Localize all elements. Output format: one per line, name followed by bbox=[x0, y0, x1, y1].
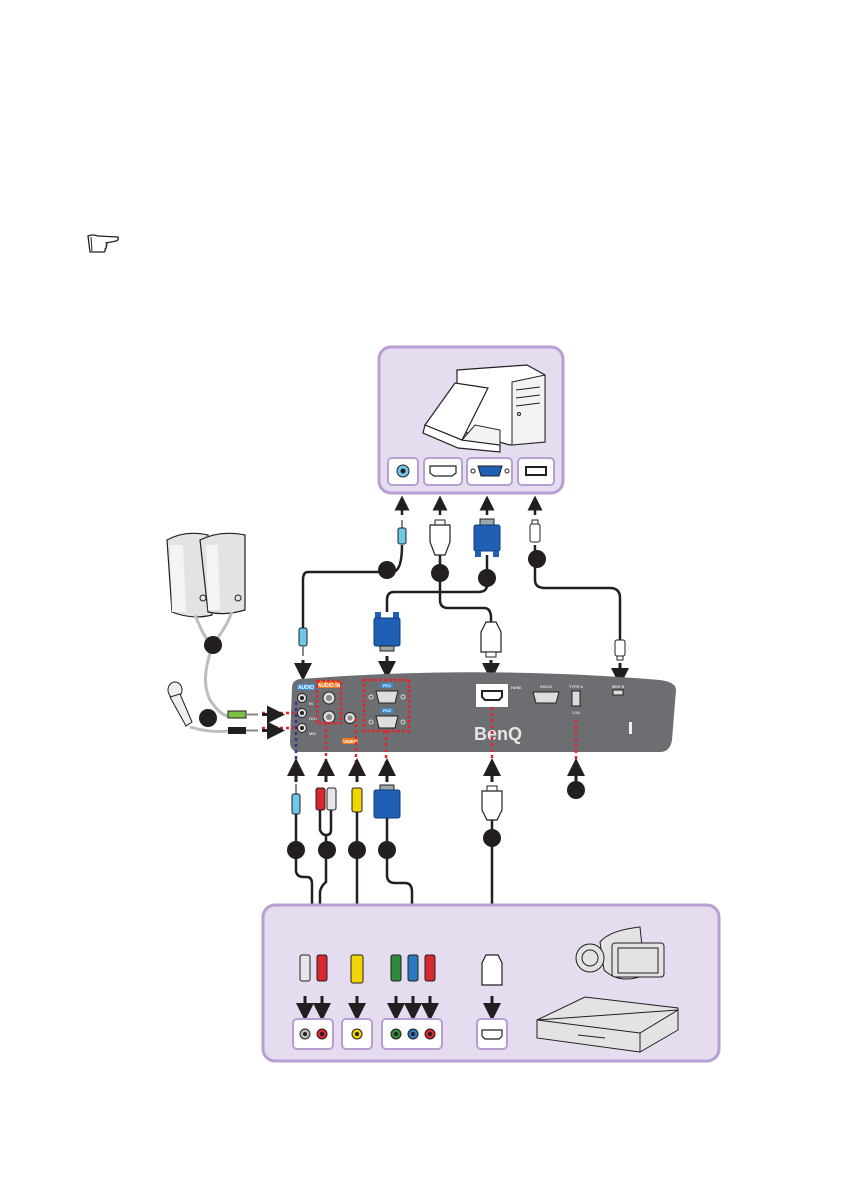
mini-usb-connector bbox=[530, 520, 540, 542]
bottom-connectors bbox=[292, 784, 502, 820]
computer-panel bbox=[379, 347, 563, 493]
usb-type-a-port[interactable] bbox=[572, 691, 580, 706]
hdmi-connector bbox=[430, 520, 450, 555]
rs232-port[interactable] bbox=[533, 692, 559, 703]
kensington-lock-icon bbox=[629, 722, 632, 734]
pc2-label: PC2 bbox=[383, 708, 392, 713]
callout-audio-cable bbox=[378, 561, 396, 579]
av-audio-lr-port bbox=[293, 1019, 333, 1049]
callout-hdmi-cable bbox=[431, 564, 449, 582]
computer-audio-port bbox=[388, 458, 418, 485]
callout-audio-lr-cable bbox=[318, 841, 336, 859]
callout-component-to-vga-cable bbox=[378, 841, 396, 859]
av-device-panel bbox=[263, 905, 719, 1061]
audio-out-jack[interactable] bbox=[298, 709, 307, 718]
callout-microphone-cable bbox=[199, 709, 217, 727]
microphone-icon bbox=[168, 682, 192, 726]
pc1-label: PC1 bbox=[383, 683, 392, 688]
audio-in-jack[interactable] bbox=[298, 694, 307, 703]
av-composite-video-port bbox=[342, 1019, 372, 1049]
audio-r-jack[interactable] bbox=[323, 711, 335, 723]
callout-vga-cable bbox=[478, 569, 496, 587]
mic-label: MIC bbox=[309, 731, 316, 736]
speakers-icon bbox=[167, 533, 245, 617]
av-component-video-port bbox=[382, 1019, 442, 1049]
usb-mini-b-port[interactable] bbox=[613, 690, 623, 695]
mini-b-label: MINI B bbox=[612, 684, 625, 689]
benq-logo: BenQ bbox=[474, 724, 522, 744]
up-arrows-bottom bbox=[296, 767, 576, 782]
callout-speaker-cable bbox=[204, 636, 222, 654]
type-a-power-label: 1.5A bbox=[572, 710, 581, 715]
audio-l-jack[interactable] bbox=[323, 692, 335, 704]
rs232-label: RS232 bbox=[540, 684, 553, 689]
mic-jack[interactable] bbox=[298, 724, 307, 733]
computer-usb-port bbox=[518, 458, 554, 485]
callout-audio-in-cable bbox=[287, 841, 305, 859]
in-label: IN bbox=[309, 701, 313, 706]
audio-jack-connector-lower bbox=[299, 628, 307, 672]
type-a-label: TYPE A bbox=[569, 684, 583, 689]
vga-connector bbox=[474, 519, 500, 557]
audio-label: AUDIO bbox=[298, 685, 314, 691]
vga-connector-lower bbox=[374, 612, 400, 670]
projector-rear-panel: AUDIO AUDIO IN IN OUT MIC VIDEO PC1 PC2 … bbox=[290, 672, 676, 752]
callout-usb-cable bbox=[528, 550, 546, 568]
usb-connector-lower bbox=[615, 640, 625, 677]
hdmi-port[interactable] bbox=[476, 684, 508, 707]
callout-hdmi-av-cable bbox=[483, 829, 501, 847]
av-hdmi-port bbox=[477, 1019, 507, 1049]
computer-vga-port bbox=[467, 458, 512, 485]
video-jack[interactable] bbox=[345, 713, 356, 724]
audio-in-label: AUDIO IN bbox=[318, 683, 341, 689]
computer-cables bbox=[303, 503, 620, 640]
computer-hdmi-port bbox=[424, 458, 462, 485]
callout-usb-drive bbox=[567, 781, 585, 799]
hdmi-connector-lower bbox=[481, 622, 501, 672]
callout-video-cable bbox=[348, 841, 366, 859]
hdmi-label: HDMI bbox=[511, 685, 521, 690]
audio-jack-connector bbox=[398, 520, 406, 544]
